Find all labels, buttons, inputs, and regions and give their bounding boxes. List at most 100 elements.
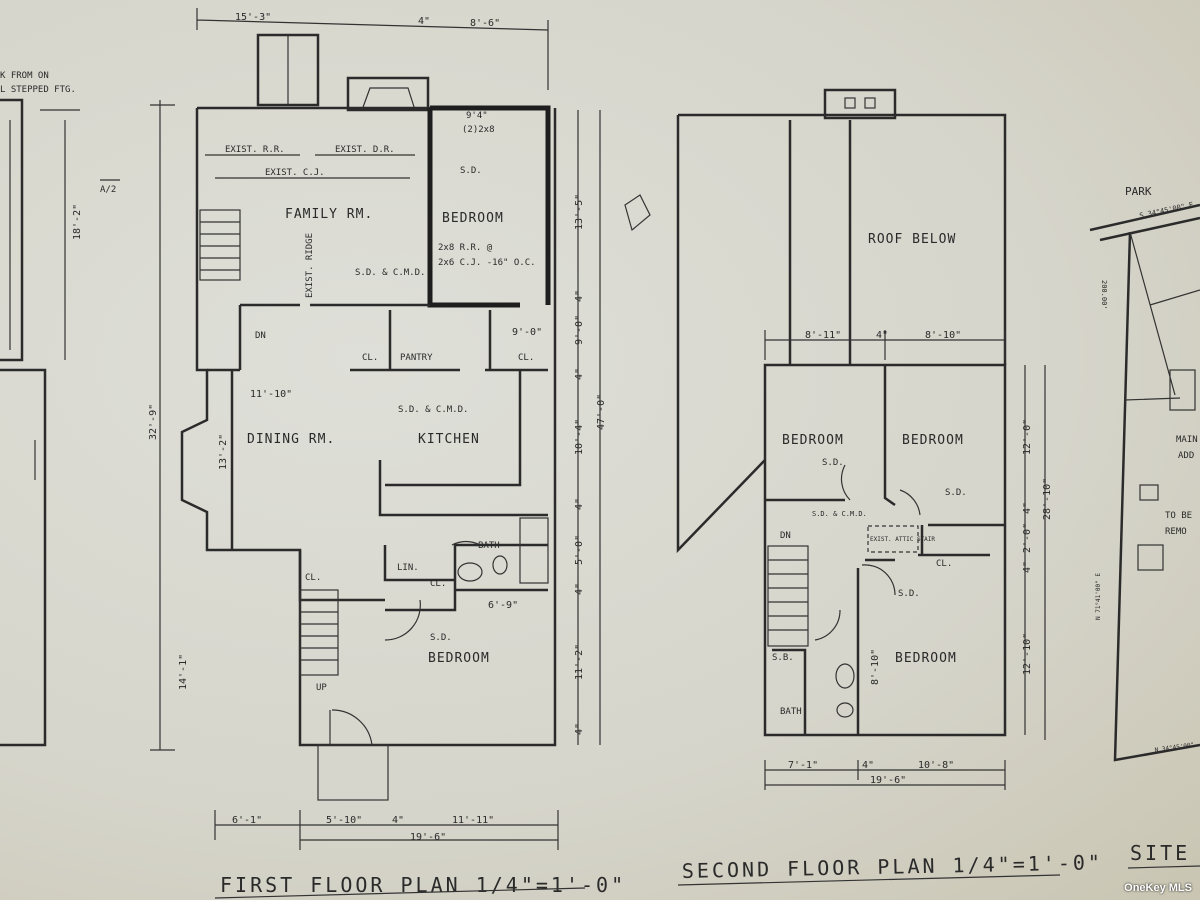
section-marker bbox=[624, 194, 651, 232]
note-text: EXIST. R.R. bbox=[225, 145, 285, 155]
site-plan: PARK S 34°45'00" E 200.00' N 71°41'00" E… bbox=[1089, 185, 1200, 869]
note-text: UP bbox=[316, 683, 327, 693]
note-text: S.D. bbox=[898, 589, 920, 599]
dimension-text: 6'-9" bbox=[488, 600, 518, 611]
roof-label: ROOF BELOW bbox=[868, 232, 956, 247]
room-label: FAMILY RM. bbox=[285, 207, 373, 222]
dimension-text: 8'-10" bbox=[870, 649, 881, 685]
right-dimensions: 12'-0" 4" 2'-0" 4" 12'-10" 28'-10" bbox=[1022, 419, 1053, 675]
dimension-text: 4" bbox=[418, 16, 430, 27]
room-label: S.B. bbox=[772, 653, 794, 663]
first-floor-title: FIRST FLOOR PLAN 1/4"=1'-0" bbox=[220, 873, 626, 897]
dimension-text: 8'-10" bbox=[925, 330, 961, 341]
room-label: BEDROOM bbox=[902, 433, 964, 448]
svg-text:28'-10": 28'-10" bbox=[1042, 478, 1053, 520]
roof-outline bbox=[676, 113, 1007, 554]
note-text: REMO bbox=[1165, 527, 1187, 537]
ref-text: A/2 bbox=[100, 185, 116, 195]
note-text: S.D. bbox=[460, 166, 482, 176]
dimension-text: 9'-0" bbox=[512, 327, 542, 338]
dimension-text: 19'-6" bbox=[870, 775, 906, 786]
room-label: PANTRY bbox=[400, 353, 433, 363]
room-label: BEDROOM bbox=[895, 651, 957, 666]
note-text: S.D. bbox=[430, 633, 452, 643]
note-text: L STEPPED FTG. bbox=[0, 85, 76, 95]
front-stoop bbox=[317, 744, 389, 801]
note-text: DN bbox=[780, 531, 791, 541]
room-label: LIN. bbox=[397, 563, 419, 573]
bearing-text: S 34°45'00" E bbox=[1139, 201, 1194, 220]
room-label: KITCHEN bbox=[418, 432, 480, 447]
room-label: CL. bbox=[936, 559, 952, 569]
first-floor-plan: 15'-3" 4" 8'-6" 32'-9" 14'-1" 13'-5" 4" … bbox=[148, 8, 651, 899]
bearing-text: N 34°45'00" bbox=[1154, 742, 1194, 754]
svg-text:4": 4" bbox=[1022, 561, 1033, 573]
site-title: SITE bbox=[1130, 841, 1190, 865]
note-text: ADD bbox=[1178, 451, 1194, 461]
dimension-text: 4" bbox=[862, 760, 874, 771]
note-text: S.D. & C.M.D. bbox=[355, 268, 425, 278]
dimension-text: 15'-3" bbox=[235, 12, 271, 23]
svg-text:47'-0": 47'-0" bbox=[596, 394, 607, 430]
svg-text:5'-0": 5'-0" bbox=[574, 535, 585, 565]
svg-text:4": 4" bbox=[574, 498, 585, 510]
room-label: CL. bbox=[430, 579, 446, 589]
room-label: CL. bbox=[518, 353, 534, 363]
bearing-text: N 71°41'00" E bbox=[1095, 573, 1102, 620]
svg-text:4": 4" bbox=[574, 583, 585, 595]
room-label: DINING RM. bbox=[247, 432, 335, 447]
note-text: S.D. & C.M.D. bbox=[398, 405, 468, 415]
note-text: DN bbox=[255, 331, 266, 341]
second-floor-title: SECOND FLOOR PLAN 1/4"=1'-0" bbox=[682, 850, 1104, 883]
dimension-text: 11'-11" bbox=[452, 815, 494, 826]
svg-text:12'-10": 12'-10" bbox=[1022, 633, 1033, 675]
room-label: BATH bbox=[780, 707, 802, 717]
street-label: PARK bbox=[1125, 185, 1152, 198]
second-floor-plan: ROOF BELOW EXIST. ATTIC STAIR 8'-11" 4" … bbox=[676, 88, 1104, 886]
note-text: (2)2x8 bbox=[462, 125, 495, 135]
note-text: EXIST. C.J. bbox=[265, 168, 325, 178]
dimension-text: 11'-10" bbox=[250, 389, 292, 400]
dimension-text: 32'-9" bbox=[148, 404, 159, 440]
room-label: EXIST. ATTIC STAIR bbox=[870, 536, 935, 543]
note-text: 2x8 R.R. @ bbox=[438, 243, 493, 253]
svg-text:13'-5": 13'-5" bbox=[574, 194, 585, 230]
stair-down bbox=[767, 545, 809, 647]
svg-text:2'-0": 2'-0" bbox=[1022, 523, 1033, 553]
right-dimensions: 13'-5" 4" 9'-0" 4" 10'-4" 4" 5'-0" 4" 11… bbox=[574, 194, 607, 735]
room-label: BATH bbox=[478, 541, 500, 551]
svg-text:4": 4" bbox=[574, 368, 585, 380]
dimension-text: 5'-10" bbox=[326, 815, 362, 826]
dimension-text: 13'-2" bbox=[218, 434, 229, 470]
dimension-text: 7'-1" bbox=[788, 760, 818, 771]
dimension-text: 10'-8" bbox=[918, 760, 954, 771]
svg-text:4": 4" bbox=[574, 290, 585, 302]
dimension-text: 19'-6" bbox=[410, 832, 446, 843]
note-text: 2x6 C.J. -16" O.C. bbox=[438, 258, 536, 268]
svg-text:4": 4" bbox=[574, 723, 585, 735]
room-label: BEDROOM bbox=[782, 433, 844, 448]
chimney bbox=[823, 88, 897, 120]
dimension-text: 4" bbox=[392, 815, 404, 826]
left-partial-drawing: K FROM ON L STEPPED FTG. A/2 18'-2" bbox=[0, 71, 120, 747]
room-label: CL. bbox=[362, 353, 378, 363]
note-text: MAIN bbox=[1176, 435, 1198, 445]
note-text: EXIST. RIDGE bbox=[305, 233, 315, 298]
note-text: S.D. bbox=[822, 458, 844, 468]
room-label: BEDROOM bbox=[442, 211, 504, 226]
dimension-text: 8'-11" bbox=[805, 330, 841, 341]
svg-text:4": 4" bbox=[1022, 502, 1033, 514]
note-text: EXIST. D.R. bbox=[335, 145, 395, 155]
dimension-text: 4" bbox=[876, 330, 888, 341]
dimension-text: 14'-1" bbox=[178, 654, 189, 690]
svg-text:10'-4": 10'-4" bbox=[574, 419, 585, 455]
svg-text:12'-0": 12'-0" bbox=[1022, 419, 1033, 455]
note-text: TO BE bbox=[1165, 511, 1192, 521]
watermark: OneKey MLS bbox=[1124, 882, 1192, 894]
note-text: 9'4" bbox=[466, 111, 488, 121]
distance-text: 200.00' bbox=[1100, 280, 1108, 310]
note-text: K FROM ON bbox=[0, 71, 49, 81]
dimension-text: 6'-1" bbox=[232, 815, 262, 826]
